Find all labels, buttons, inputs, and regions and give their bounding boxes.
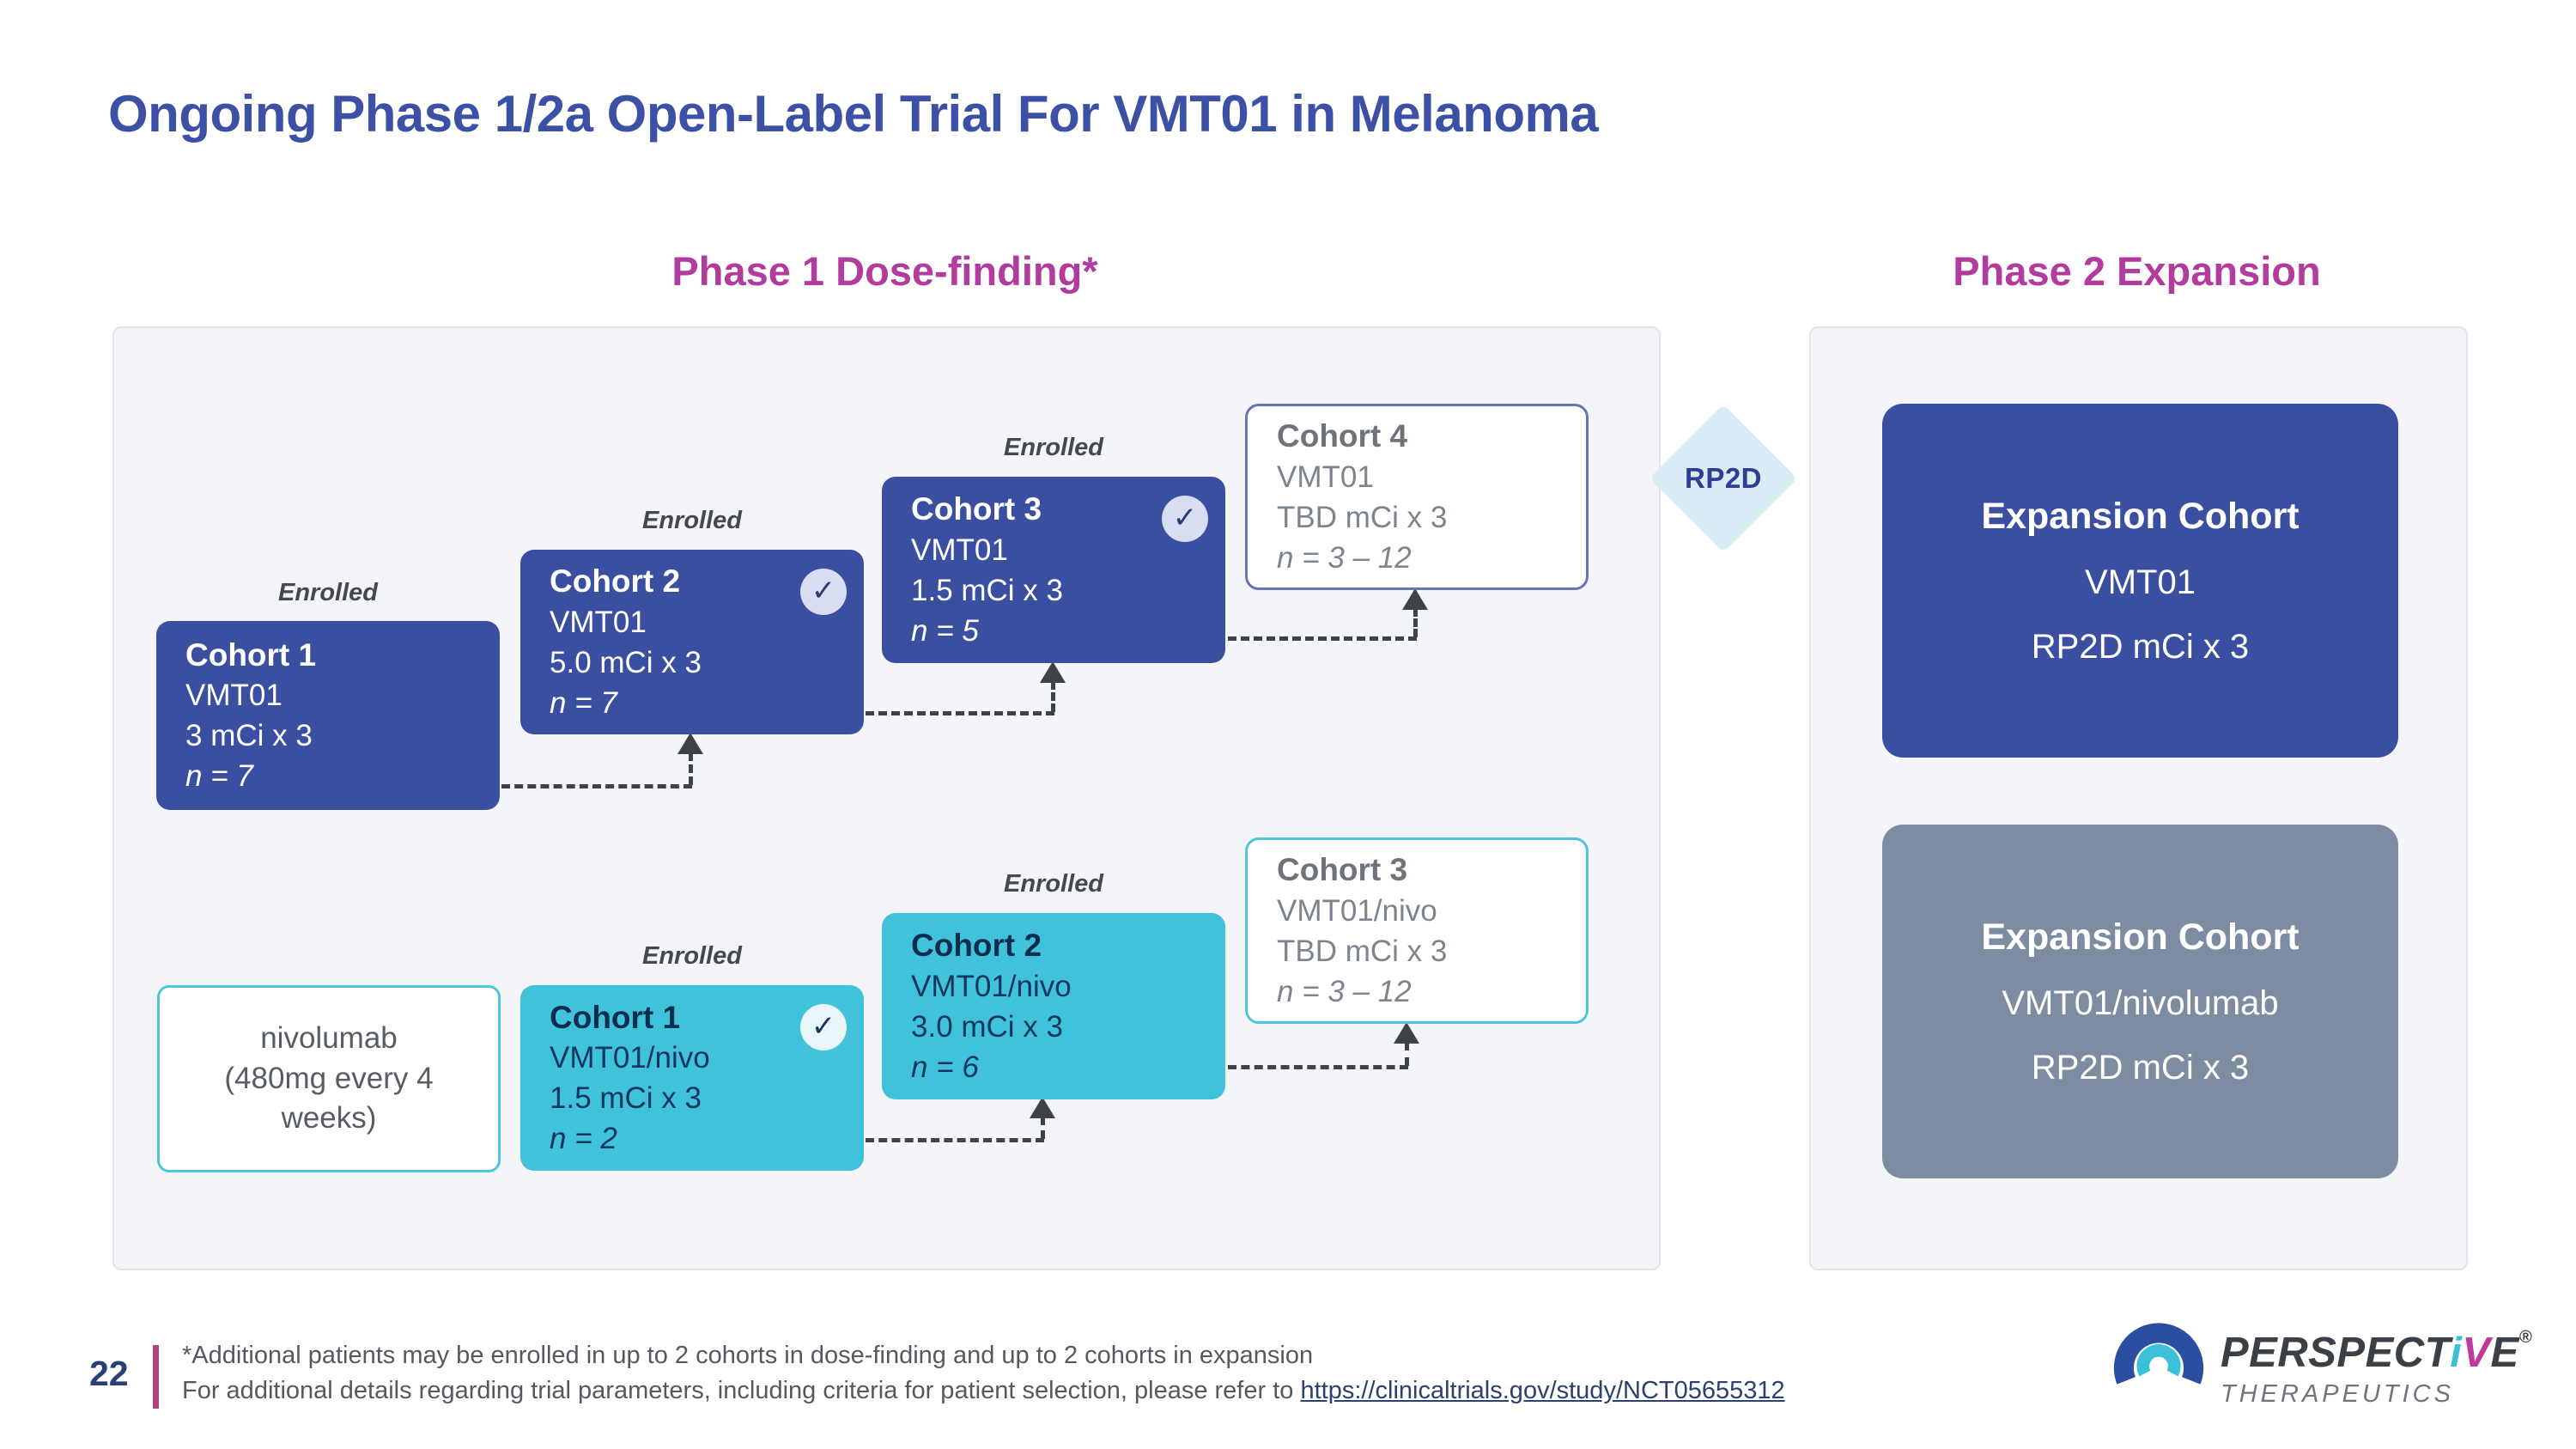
arrow-up-icon (677, 733, 703, 754)
registered-mark: ® (2518, 1328, 2532, 1347)
cohort-agent: VMT01/nivo (911, 969, 1072, 1003)
cohort-name: Cohort 2 (911, 928, 1042, 964)
cohort-agent: VMT01 (911, 533, 1008, 567)
check-icon: ✓ (800, 569, 847, 615)
logo-text-e: E (2490, 1330, 2519, 1376)
cohort-box-combo-2: Cohort 2 VMT01/nivo 3.0 mCi x 3 n = 6 (882, 913, 1225, 1099)
dashed-connector-line (866, 1138, 1044, 1142)
nivolumab-backbone-box: nivolumab (480mg every 4 weeks) (157, 985, 501, 1172)
cohort-name: Cohort 1 (550, 999, 681, 1035)
expansion-cohort-box-mono: Expansion Cohort VMT01 RP2D mCi x 3 (1882, 404, 2398, 758)
logo-subtitle: THERAPEUTICS (2221, 1380, 2454, 1408)
arrow-up-icon (1040, 661, 1066, 683)
cohort-name: Cohort 2 (550, 563, 681, 600)
clinicaltrials-link[interactable]: https://clinicaltrials.gov/study/NCT0565… (1300, 1376, 1785, 1404)
enrolled-label: Enrolled (1003, 870, 1103, 898)
arrow-up-icon (1394, 1022, 1419, 1044)
rp2d-diamond: RP2D (1649, 404, 1798, 553)
cohort-agent: VMT01 (1277, 460, 1374, 494)
footnotes: *Additional patients may be enrolled in … (182, 1338, 1785, 1408)
expansion-title: Expansion Cohort (1981, 495, 2300, 537)
dashed-connector-line (1228, 1065, 1408, 1069)
cohort-n: n = 3 – 12 (1277, 974, 1412, 1008)
backbone-drug: nivolumab (260, 1020, 398, 1055)
cohort-dose: 3.0 mCi x 3 (911, 1009, 1063, 1044)
expansion-agent: VMT01 (2085, 563, 2196, 601)
cohort-agent: VMT01/nivo (550, 1041, 710, 1075)
dashed-connector-line (1413, 608, 1418, 637)
logo-text-v: V (2462, 1330, 2491, 1376)
arrow-up-icon (1030, 1097, 1055, 1118)
perspective-arch-icon (2113, 1323, 2204, 1385)
expansion-dose: RP2D mCi x 3 (2031, 627, 2250, 666)
rp2d-label: RP2D (1684, 462, 1763, 494)
logo-text-i: i (2450, 1330, 2463, 1376)
dashed-connector-line (1051, 681, 1055, 712)
expansion-agent: VMT01/nivolumab (2002, 983, 2279, 1022)
cohort-name: Cohort 3 (1277, 852, 1408, 888)
footnote-2: For additional details regarding trial p… (182, 1373, 1785, 1409)
footnote-2-text: For additional details regarding trial p… (182, 1376, 1301, 1404)
cohort-dose: 5.0 mCi x 3 (550, 645, 702, 679)
cohort-agent: VMT01 (185, 679, 283, 713)
cohort-n: n = 5 (911, 613, 979, 648)
cohort-n: n = 7 (550, 685, 617, 720)
cohort-dose: 1.5 mCi x 3 (550, 1081, 702, 1116)
logo-brand-line: PERSPECTiVE® (2221, 1328, 2532, 1377)
cohort-n: n = 2 (550, 1122, 617, 1156)
footer-divider-bar (153, 1345, 159, 1409)
cohort-n: n = 3 – 12 (1277, 540, 1412, 575)
cohort-dose: 1.5 mCi x 3 (911, 573, 1063, 607)
cohort-box-combo-1: ✓ Cohort 1 VMT01/nivo 1.5 mCi x 3 n = 2 (520, 985, 864, 1171)
logo-text-main: PERSPECT (2221, 1330, 2451, 1376)
cohort-box-mono-1: Cohort 1 VMT01 3 mCi x 3 n = 7 (156, 621, 500, 810)
cohort-dose: TBD mCi x 3 (1277, 934, 1448, 968)
phase1-header: Phase 1 Dose-finding* (671, 248, 1098, 294)
cohort-box-mono-2: ✓ Cohort 2 VMT01 5.0 mCi x 3 n = 7 (520, 550, 864, 734)
cohort-n: n = 6 (911, 1050, 979, 1084)
cohort-agent: VMT01/nivo (1277, 893, 1437, 928)
cohort-name: Cohort 3 (911, 491, 1042, 527)
footnote-1: *Additional patients may be enrolled in … (182, 1342, 1314, 1369)
cohort-agent: VMT01 (550, 605, 647, 639)
cohort-dose: TBD mCi x 3 (1277, 500, 1448, 534)
enrolled-label: Enrolled (641, 942, 742, 970)
cohort-box-mono-3: ✓ Cohort 3 VMT01 1.5 mCi x 3 n = 5 (882, 477, 1225, 663)
perspective-therapeutics-logo: PERSPECTiVE® THERAPEUTICS (2111, 1307, 2532, 1409)
dashed-connector-line (1405, 1042, 1409, 1066)
expansion-title: Expansion Cohort (1981, 916, 2300, 958)
dashed-connector-line (866, 711, 1054, 715)
page-title: Ongoing Phase 1/2a Open-Label Trial For … (108, 85, 1599, 143)
expansion-dose: RP2D mCi x 3 (2031, 1048, 2250, 1087)
phase2-header: Phase 2 Expansion (1953, 248, 2321, 294)
cohort-n: n = 7 (185, 759, 253, 794)
dashed-connector-line (1228, 636, 1417, 641)
cohort-name: Cohort 4 (1277, 418, 1408, 454)
enrolled-label: Enrolled (277, 579, 378, 606)
dashed-connector-line (501, 784, 692, 788)
backbone-schedule: (480mg every 4 weeks) (224, 1061, 434, 1135)
enrolled-label: Enrolled (1003, 434, 1103, 461)
page-number: 22 (89, 1354, 129, 1393)
logo-wordmark: PERSPECTiVE® THERAPEUTICS (2221, 1328, 2532, 1409)
dashed-connector-line (689, 752, 693, 785)
cohort-box-combo-3: Cohort 3 VMT01/nivo TBD mCi x 3 n = 3 – … (1245, 837, 1589, 1024)
dashed-connector-line (1041, 1117, 1045, 1139)
expansion-cohort-box-combo: Expansion Cohort VMT01/nivolumab RP2D mC… (1882, 825, 2398, 1178)
cohort-box-mono-4: Cohort 4 VMT01 TBD mCi x 3 n = 3 – 12 (1245, 404, 1589, 590)
check-icon: ✓ (800, 1004, 847, 1050)
cohort-dose: 3 mCi x 3 (185, 719, 313, 753)
check-icon: ✓ (1162, 496, 1208, 542)
enrolled-label: Enrolled (641, 507, 742, 534)
cohort-name: Cohort 1 (185, 636, 317, 673)
arrow-up-icon (1402, 588, 1428, 610)
